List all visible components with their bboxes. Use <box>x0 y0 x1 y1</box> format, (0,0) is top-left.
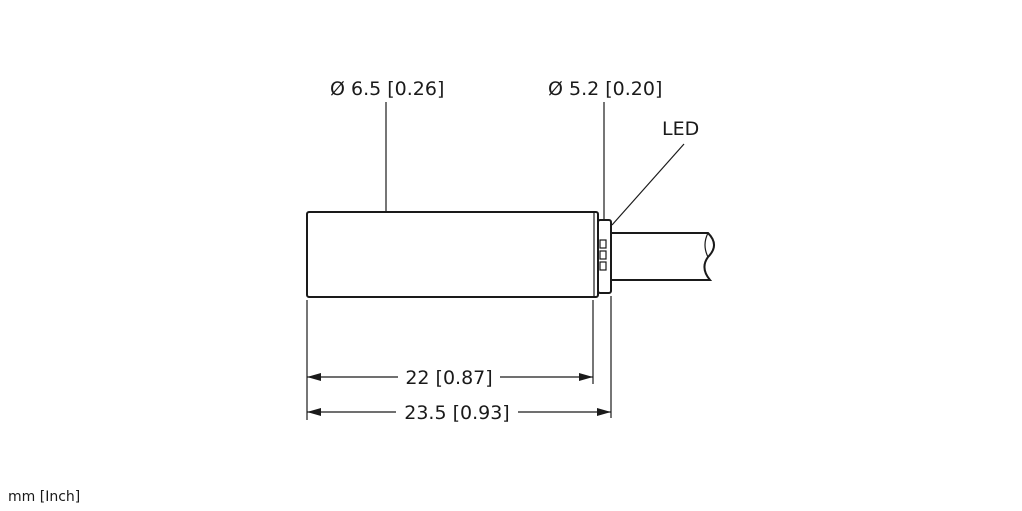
body-diameter-label: Ø 6.5 [0.26] <box>330 78 444 100</box>
led-label: LED <box>662 118 699 140</box>
leader-led <box>611 143 685 226</box>
sensor-cap <box>597 219 612 294</box>
cap-diameter-label: Ø 5.2 [0.20] <box>548 78 662 100</box>
sensor-body <box>306 211 599 298</box>
cable <box>612 232 715 281</box>
body-length-label: 22 [0.87] <box>405 367 492 389</box>
total-length-label: 23.5 [0.93] <box>404 402 509 424</box>
units-label: mm [Inch] <box>8 489 80 505</box>
